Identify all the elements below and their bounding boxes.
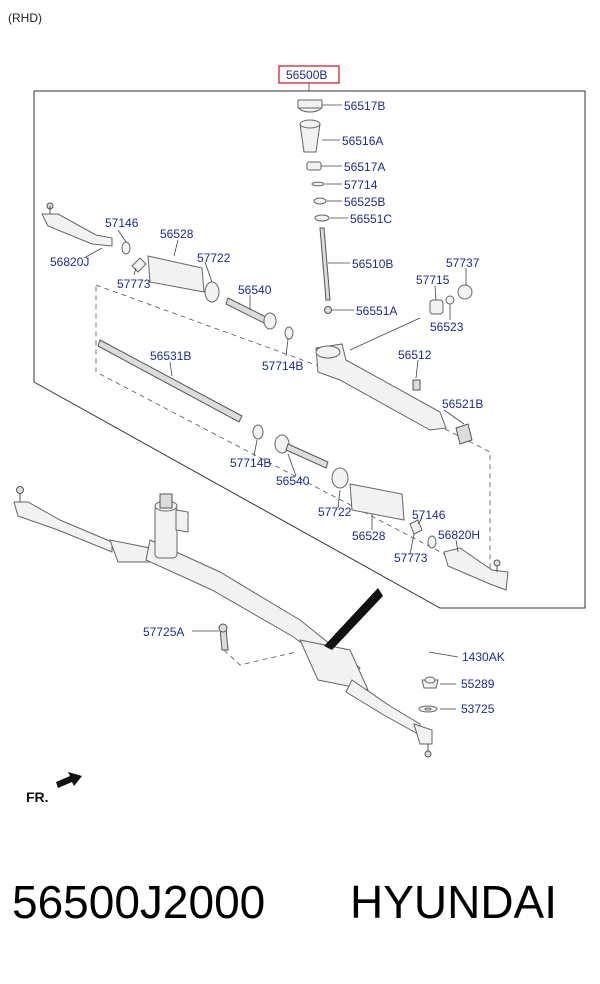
part-label-57773-left[interactable]: 57773: [117, 277, 151, 291]
part-label-57725A[interactable]: 57725A: [143, 625, 184, 639]
footer: 56500J2000 HYUNDAI: [0, 872, 600, 952]
rack-housing: [315, 343, 473, 445]
part-label-57715[interactable]: 57715: [416, 273, 450, 287]
part-label-55289[interactable]: 55289: [461, 677, 495, 691]
part-label-56528-right[interactable]: 56528: [352, 529, 386, 543]
part-label-57714[interactable]: 57714: [344, 178, 378, 192]
upper-column-parts: [297, 99, 332, 314]
assembly-frame: [33, 90, 586, 609]
part-label-57737[interactable]: 57737: [446, 256, 480, 270]
part-label-56525B[interactable]: 56525B: [344, 195, 385, 209]
inner-dashed-frame: [95, 284, 491, 579]
part-label-56820H[interactable]: 56820H: [438, 528, 480, 542]
part-label-56512[interactable]: 56512: [398, 348, 432, 362]
part-label-56523[interactable]: 56523: [430, 320, 464, 334]
part-label-56528-left[interactable]: 56528: [160, 227, 194, 241]
pointer-wedge: [324, 588, 383, 650]
right-tie-rod-parts: [252, 424, 509, 591]
part-label-57714B-left[interactable]: 57714B: [262, 359, 303, 373]
part-label-56521B[interactable]: 56521B: [442, 397, 483, 411]
part-label-53725[interactable]: 53725: [461, 702, 495, 716]
steering-gear-diagram: (RHD) 56500B 56517B 56516A 56517A 57714 …: [8, 11, 586, 805]
rack-bar: [97, 339, 243, 423]
assembly-label[interactable]: 56500B: [286, 68, 327, 82]
part-label-56540-left[interactable]: 56540: [238, 283, 272, 297]
part-label-56551A[interactable]: 56551A: [356, 304, 397, 318]
part-label-56517B[interactable]: 56517B: [344, 99, 385, 113]
part-label-56540-right[interactable]: 56540: [276, 474, 310, 488]
part-label-57146-left[interactable]: 57146: [105, 216, 139, 230]
part-label-57773-right[interactable]: 57773: [394, 551, 428, 565]
right-upper-parts: [429, 284, 473, 315]
part-label-56517A[interactable]: 56517A: [344, 160, 385, 174]
part-label-57722-right[interactable]: 57722: [318, 505, 352, 519]
part-label-56531B[interactable]: 56531B: [150, 349, 191, 363]
part-label-56551C[interactable]: 56551C: [350, 212, 392, 226]
part-label-57146-right[interactable]: 57146: [412, 508, 446, 522]
part-label-57722-left[interactable]: 57722: [197, 251, 231, 265]
brand-name: HYUNDAI: [350, 876, 558, 928]
part-number: 56500J2000: [12, 876, 266, 928]
rhd-label: (RHD): [8, 11, 42, 25]
left-tie-rod-parts: [41, 202, 294, 340]
assembled-steering-gear: [13, 486, 433, 758]
part-label-56820J[interactable]: 56820J: [50, 255, 89, 269]
part-label-56510B[interactable]: 56510B: [352, 257, 393, 271]
part-label-1430AK[interactable]: 1430AK: [462, 650, 505, 664]
part-label-56516A[interactable]: 56516A: [342, 134, 383, 148]
small-fastener-parts: [418, 676, 439, 713]
part-label-57714B-right[interactable]: 57714B: [230, 456, 271, 470]
front-direction-arrow-icon: [56, 772, 82, 788]
front-direction-label: FR.: [26, 789, 49, 805]
